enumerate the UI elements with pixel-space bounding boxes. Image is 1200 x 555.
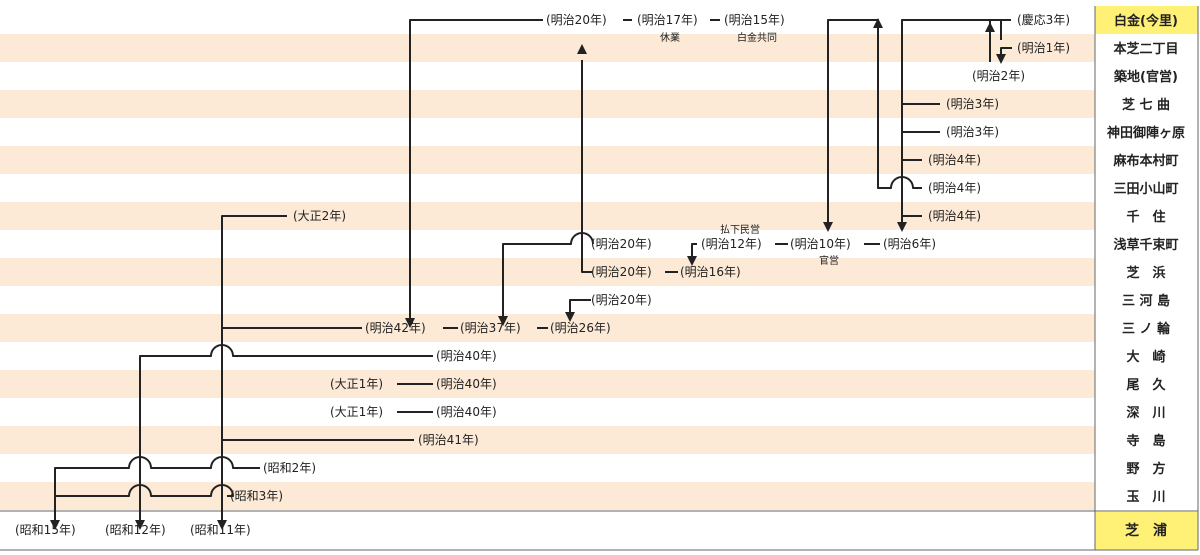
highlight-top bbox=[1095, 6, 1198, 34]
row-stripe bbox=[0, 34, 1095, 62]
arrow-down-head bbox=[135, 520, 145, 530]
arrow-down-head bbox=[405, 318, 415, 328]
date-label: (明治41年) bbox=[418, 433, 479, 447]
date-label: (明治1年) bbox=[1017, 41, 1070, 55]
company-name: 築地(官営) bbox=[1113, 69, 1178, 85]
arrow-down-head bbox=[687, 256, 697, 266]
date-label: (昭和11年) bbox=[190, 523, 251, 537]
arrow-down-head bbox=[897, 222, 907, 232]
arrow-up-head bbox=[985, 22, 995, 32]
date-label: (明治4年) bbox=[928, 153, 981, 167]
company-name: 浅草千束町 bbox=[1113, 237, 1178, 253]
company-name: 大 崎 bbox=[1126, 349, 1165, 365]
asakusa-to-minowa bbox=[502, 232, 594, 320]
arrow-down-head bbox=[996, 54, 1006, 64]
arrow-down-head bbox=[823, 222, 833, 232]
company-name: 玉 川 bbox=[1126, 490, 1165, 505]
date-label: (大正2年) bbox=[293, 209, 346, 223]
date-label: (昭和2年) bbox=[263, 461, 316, 475]
date-label: (明治3年) bbox=[946, 125, 999, 139]
company-name: 麻布本村町 bbox=[1112, 153, 1178, 169]
company-name: 千 住 bbox=[1126, 209, 1165, 225]
date-label: (明治37年) bbox=[460, 321, 521, 335]
arrow-down-head bbox=[217, 520, 227, 530]
date-label: (明治2年) bbox=[972, 69, 1025, 83]
trunk-line-x140 bbox=[139, 344, 433, 520]
trunk-line-x878 bbox=[877, 26, 922, 189]
note-label: 白金共同 bbox=[737, 31, 777, 44]
date-label: (明治17年) bbox=[637, 13, 698, 27]
company-name: 神田御陣ヶ原 bbox=[1107, 125, 1185, 141]
date-label: (明治40年) bbox=[436, 377, 497, 391]
top-chain-to-minowa bbox=[409, 19, 543, 322]
company-name: 芝 浜 bbox=[1126, 265, 1165, 281]
date-label: (明治42年) bbox=[365, 321, 426, 335]
tamagawa-line bbox=[55, 484, 234, 497]
note-label: 払下民営 bbox=[720, 223, 760, 236]
date-label: (明治15年) bbox=[724, 13, 785, 27]
date-label: (明治4年) bbox=[928, 181, 981, 195]
company-name: 白金(今里) bbox=[1114, 13, 1178, 29]
date-label: (大正1年) bbox=[330, 405, 383, 419]
company-name: 三 河 島 bbox=[1122, 293, 1170, 309]
date-label: (慶応3年) bbox=[1017, 13, 1070, 27]
arrow-down-head bbox=[50, 520, 60, 530]
date-label: (昭和3年) bbox=[230, 489, 283, 503]
company-name: 三田小山町 bbox=[1113, 181, 1178, 197]
trunk-line-x902 bbox=[901, 19, 990, 226]
date-label: (明治20年) bbox=[591, 237, 652, 251]
note-label: 官営 bbox=[819, 254, 839, 267]
note-label: 休業 bbox=[660, 31, 680, 44]
company-name: 尾 久 bbox=[1126, 377, 1166, 393]
company-name: 本芝二丁目 bbox=[1113, 41, 1178, 57]
date-label: (明治40年) bbox=[436, 349, 497, 363]
company-name: 三 ノ 輪 bbox=[1122, 321, 1171, 337]
arrow-down-head bbox=[565, 312, 575, 322]
date-label: (明治6年) bbox=[883, 237, 936, 251]
company-name: 芝 七 曲 bbox=[1122, 97, 1170, 113]
final-company-name: 芝 浦 bbox=[1125, 522, 1167, 539]
date-label: (明治20年) bbox=[546, 13, 607, 27]
date-label: (明治10年) bbox=[790, 237, 851, 251]
date-label: (明治20年) bbox=[591, 293, 652, 307]
date-label: (明治3年) bbox=[946, 97, 999, 111]
date-label: (明治12年) bbox=[701, 237, 762, 251]
company-name: 深 川 bbox=[1126, 405, 1165, 421]
trunk-line-x828 bbox=[827, 19, 879, 226]
date-label: (明治20年) bbox=[591, 265, 652, 279]
company-name: 野 方 bbox=[1126, 461, 1165, 477]
row-stripe bbox=[0, 426, 1095, 454]
date-label: (明治40年) bbox=[436, 405, 497, 419]
date-label: (昭和15年) bbox=[15, 523, 76, 537]
date-label: (明治26年) bbox=[550, 321, 611, 335]
company-name: 寺 島 bbox=[1126, 433, 1165, 449]
row-stripe bbox=[0, 258, 1095, 286]
date-label: (明治4年) bbox=[928, 209, 981, 223]
row-stripe bbox=[0, 370, 1095, 398]
arrow-down-head bbox=[498, 316, 508, 326]
date-label: (明治16年) bbox=[680, 265, 741, 279]
vertical-x582 bbox=[581, 60, 592, 273]
trunk-line-x222 bbox=[221, 215, 287, 520]
date-label: (昭和12年) bbox=[105, 523, 166, 537]
trunk-line-x55 bbox=[54, 456, 260, 520]
highlight-final bbox=[1095, 512, 1198, 550]
date-label: (大正1年) bbox=[330, 377, 383, 391]
